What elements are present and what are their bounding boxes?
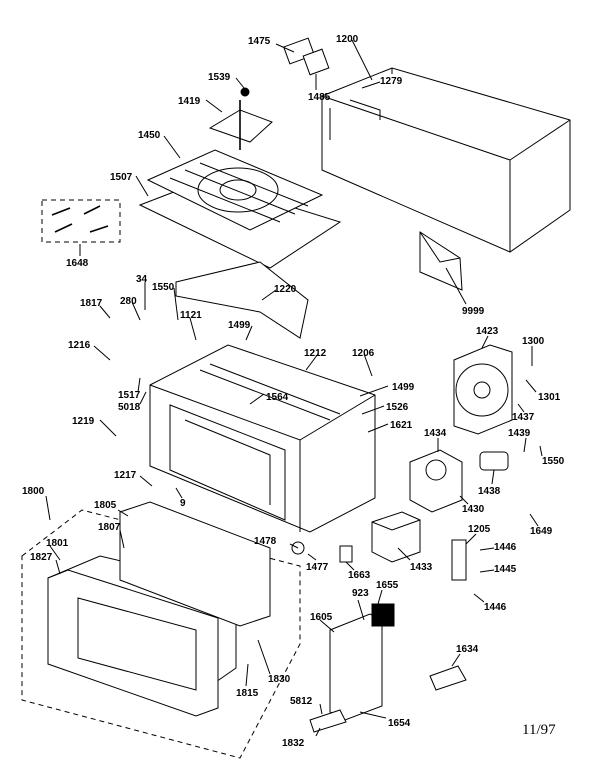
part-label-1437: 1437 xyxy=(512,412,535,423)
part-label-1634: 1634 xyxy=(456,644,479,655)
part-label-9: 9 xyxy=(180,498,186,509)
part-label-1564: 1564 xyxy=(266,392,289,403)
part-label-1212: 1212 xyxy=(304,348,327,359)
part-label-1663: 1663 xyxy=(348,570,371,581)
part-label-5812: 5812 xyxy=(290,696,313,707)
door-shape xyxy=(47,501,271,717)
part-label-1477: 1477 xyxy=(306,562,329,573)
part-label-1621: 1621 xyxy=(390,420,413,431)
part-label-1827: 1827 xyxy=(30,552,53,563)
small-bracket-shape xyxy=(429,665,467,691)
part-label-1815: 1815 xyxy=(236,688,259,699)
part-label-1805: 1805 xyxy=(94,500,117,511)
part-label-1439: 1439 xyxy=(508,428,531,439)
part-label-1526: 1526 xyxy=(386,402,409,413)
part-label-1648: 1648 xyxy=(66,258,89,269)
part-label-1216: 1216 xyxy=(68,340,91,351)
part-label-34: 34 xyxy=(136,274,148,285)
part-label-1654: 1654 xyxy=(388,718,411,729)
stirrer-shape xyxy=(208,87,273,150)
parts-bag-shape xyxy=(419,231,463,291)
part-label-1550-top: 1550 xyxy=(152,282,175,293)
part-label-1205: 1205 xyxy=(468,524,491,535)
part-label-1478: 1478 xyxy=(254,536,277,547)
part-label-1507: 1507 xyxy=(110,172,133,183)
part-label-1649: 1649 xyxy=(530,526,553,537)
part-label-1450: 1450 xyxy=(138,130,161,141)
revision-date: 11/97 xyxy=(522,722,556,738)
fuse-shape xyxy=(339,545,353,563)
part-label-1200: 1200 xyxy=(336,34,359,45)
capacitor-shape xyxy=(479,451,509,471)
part-label-1220: 1220 xyxy=(274,284,297,295)
switch-bracket-shape xyxy=(451,539,467,581)
part-label-9999: 9999 xyxy=(462,306,485,317)
rack-and-tray-shapes xyxy=(138,149,342,269)
part-label-1423: 1423 xyxy=(476,326,499,337)
part-label-1550-right: 1550 xyxy=(542,456,565,467)
part-label-1434: 1434 xyxy=(424,428,447,439)
part-label-1830: 1830 xyxy=(268,674,291,685)
magnetron-shape xyxy=(409,449,463,513)
part-label-1279: 1279 xyxy=(380,76,403,87)
part-label-1446-upper: 1446 xyxy=(494,542,517,553)
part-label-1445: 1445 xyxy=(494,564,517,575)
part-label-1217: 1217 xyxy=(114,470,137,481)
part-label-1832: 1832 xyxy=(282,738,305,749)
part-label-1219: 1219 xyxy=(72,416,95,427)
door-group-outline xyxy=(21,509,301,759)
part-label-5018: 5018 xyxy=(118,402,141,413)
hardware-kit-box xyxy=(41,199,121,243)
part-label-1121: 1121 xyxy=(180,310,202,321)
part-label-1539: 1539 xyxy=(208,72,231,83)
part-label-1430: 1430 xyxy=(462,504,485,515)
part-label-1301: 1301 xyxy=(538,392,561,403)
part-label-1433: 1433 xyxy=(410,562,433,573)
small-plate-shape xyxy=(302,48,330,76)
part-label-1801: 1801 xyxy=(46,538,69,549)
air-duct-shape xyxy=(175,261,309,339)
outer-cabinet-shape xyxy=(321,67,571,253)
part-label-1438: 1438 xyxy=(478,486,501,497)
part-label-1517: 1517 xyxy=(118,390,141,401)
fan-assembly-shape xyxy=(453,344,513,435)
part-label-1800: 1800 xyxy=(22,486,45,497)
latch-shape xyxy=(309,709,347,733)
part-label-1605: 1605 xyxy=(310,612,333,623)
part-label-280: 280 xyxy=(120,296,137,307)
part-label-1655: 1655 xyxy=(376,580,399,591)
part-label-1499-upper: 1499 xyxy=(228,320,251,331)
part-label-1206: 1206 xyxy=(352,348,375,359)
part-label-1419: 1419 xyxy=(178,96,201,107)
part-label-1300: 1300 xyxy=(522,336,545,347)
part-label-1475: 1475 xyxy=(248,36,271,47)
part-label-1499-lower: 1499 xyxy=(392,382,415,393)
part-label-1485: 1485 xyxy=(308,92,331,103)
part-label-1446-lower: 1446 xyxy=(484,602,507,613)
transformer-shape xyxy=(371,511,421,563)
part-label-1807: 1807 xyxy=(98,522,121,533)
leader-lines xyxy=(45,39,543,737)
control-panel-shape xyxy=(329,603,395,721)
part-label-1817: 1817 xyxy=(80,298,103,309)
part-label-923: 923 xyxy=(352,588,369,599)
oven-chassis-shape xyxy=(149,344,376,533)
